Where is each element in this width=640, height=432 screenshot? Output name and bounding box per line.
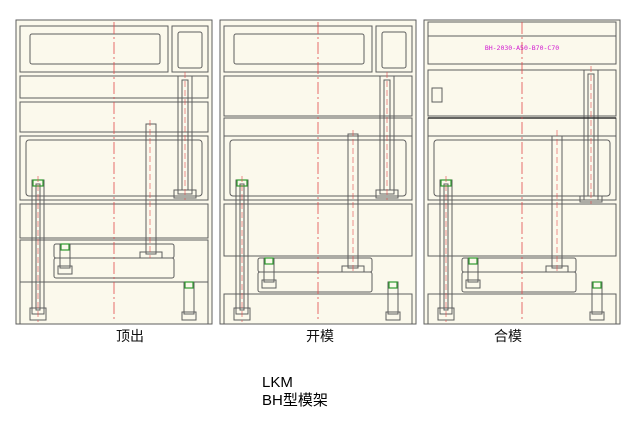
part-number-label: BH-2030-A50-B70-C70: [485, 44, 559, 52]
brand-name: LKM: [262, 374, 293, 391]
caption-open: 开模: [306, 329, 334, 345]
caption-close: 合模: [494, 329, 522, 345]
series-name: BH型模架: [262, 392, 328, 409]
caption-ejection: 顶出: [116, 329, 144, 345]
